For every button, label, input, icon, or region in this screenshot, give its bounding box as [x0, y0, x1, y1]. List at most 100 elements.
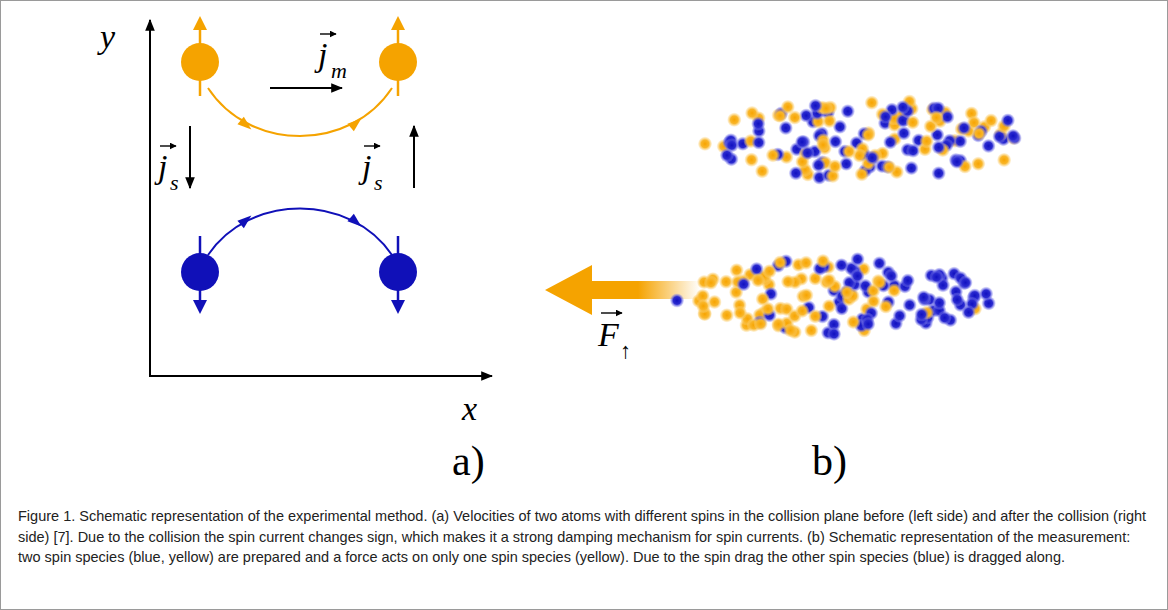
current-symbol: j: [158, 150, 167, 184]
atom-dot: [904, 161, 918, 175]
atom-dot: [906, 144, 920, 158]
panel-label: b): [812, 440, 847, 482]
atom-dot: [795, 304, 809, 318]
atom-dot: [972, 127, 986, 141]
up-trajectory: [208, 88, 392, 136]
atom-dot: [938, 311, 952, 325]
atom-dot: [816, 254, 830, 268]
atom-dot: [720, 308, 734, 322]
atom-dot: [808, 309, 822, 323]
atom-dot: [752, 136, 766, 150]
current-subscript: s: [374, 172, 383, 194]
atom-dot: [816, 138, 830, 152]
force-subscript: ↑: [620, 340, 631, 362]
figure-caption: Figure 1. Schematic representation of th…: [18, 506, 1150, 568]
atom-dot: [879, 110, 893, 124]
spin-down-atom: [379, 236, 417, 314]
atom-dot: [979, 287, 993, 301]
force-symbol: F: [598, 318, 619, 352]
atom-dot: [698, 137, 712, 151]
atom-dot: [932, 140, 946, 154]
spin-up-atom: [379, 16, 417, 96]
atom-dot: [737, 277, 751, 291]
atom-dot: [930, 270, 944, 284]
atom-dot: [827, 327, 841, 341]
velocity-arrowhead: [347, 214, 364, 231]
atom-dot: [733, 306, 747, 320]
atom-dot: [799, 288, 813, 302]
axes: [149, 20, 492, 376]
atom-dot: [897, 126, 911, 140]
spin-up-atom: [181, 16, 219, 96]
atom-dot: [754, 317, 768, 331]
axis-label: x: [462, 392, 477, 426]
atom-dot: [771, 317, 785, 331]
atom-dot: [727, 113, 741, 127]
atom-dot: [896, 100, 910, 114]
atom-dot: [920, 134, 934, 148]
panel-label: a): [452, 440, 485, 482]
atom-dot: [828, 159, 842, 173]
vector-arrows: [160, 34, 622, 313]
atom-dot: [861, 128, 875, 142]
atom-dot: [903, 298, 917, 312]
atom-dot: [828, 135, 842, 149]
atom-dot: [861, 317, 875, 331]
atom-dot: [932, 166, 946, 180]
atom-dot: [1001, 113, 1015, 127]
atom-dot: [696, 299, 710, 313]
atom-dot: [755, 164, 769, 178]
atom-dot: [788, 111, 802, 125]
atom-dot: [917, 290, 931, 304]
atom-dot: [851, 252, 865, 266]
atom-dot: [893, 309, 907, 323]
atom-dot: [982, 139, 996, 153]
current-subscript: m: [331, 60, 347, 82]
atom-dot: [950, 155, 964, 169]
atom-dot: [846, 315, 860, 329]
current-symbol: j: [362, 150, 371, 184]
atom-dot: [799, 256, 813, 270]
atom-dot: [766, 148, 780, 162]
atom-dot: [773, 109, 787, 123]
atom-dot: [761, 302, 775, 316]
atom-dot: [795, 135, 809, 149]
atom-dot: [704, 276, 718, 290]
atom-dot: [751, 273, 765, 287]
current-symbol: j: [318, 38, 327, 72]
atom-dot: [962, 305, 976, 319]
axis-label: y: [100, 20, 115, 54]
atom-dot: [850, 269, 864, 283]
atom-dot: [879, 300, 893, 314]
atom-dot: [865, 96, 879, 110]
atom-dot: [883, 135, 897, 149]
atom-dot: [950, 293, 964, 307]
velocity-arrowhead: [237, 117, 254, 134]
atom-dot: [809, 99, 823, 113]
atom-dot: [822, 299, 836, 313]
atom-dot: [841, 104, 855, 118]
atom-dot: [929, 111, 943, 125]
atom-dot: [784, 323, 798, 337]
atom-dot: [840, 285, 854, 299]
atom-dot: [932, 296, 946, 310]
atom-dot: [882, 160, 896, 174]
atom-dot: [745, 153, 759, 167]
atom-dot: [763, 264, 777, 278]
atom-dot: [835, 258, 849, 272]
atom-dot: [997, 153, 1011, 167]
atom-dot: [984, 114, 998, 128]
atom-dot: [901, 274, 915, 288]
atom-dot: [906, 115, 920, 129]
down-trajectory: [208, 209, 392, 256]
atom-dot: [971, 157, 985, 171]
atom-dot: [959, 276, 973, 290]
atom-dot: [812, 158, 826, 172]
atom-dot: [957, 121, 971, 135]
atom-dot: [751, 117, 765, 131]
atom-dot: [804, 323, 818, 337]
atom-dot: [822, 273, 836, 287]
atom-dot: [842, 144, 856, 158]
atom-clouds: [670, 95, 1022, 341]
